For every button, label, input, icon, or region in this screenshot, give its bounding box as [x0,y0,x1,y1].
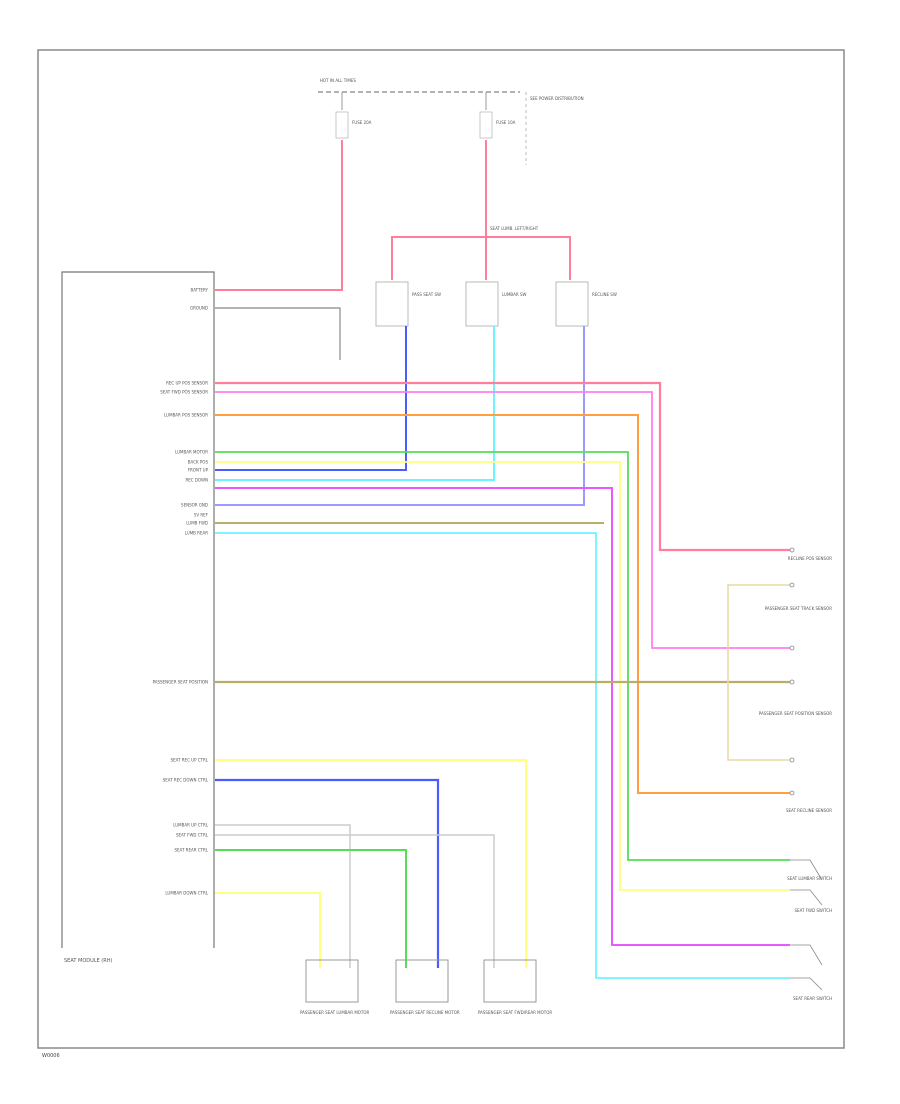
fuse-left-label: FUSE 20A [352,120,372,125]
wire-switch-cyan [215,326,495,481]
module-pin-label: GROUND [190,306,208,311]
module-pin-label: SEAT FWD CTRL [176,833,209,838]
module-pin-label: REC UP POS SENSOR [166,381,208,386]
wire-battery-feed [215,140,343,291]
module-pin-labels: BATTERY GROUND REC UP POS SENSOR SEAT FWD P… [153,288,209,896]
module-pin-label: LUMBAR UP CTRL [173,823,209,828]
wire-orange-right [215,414,790,794]
fuse-right-label: FUSE 10A [496,120,516,125]
fuse-block: HOT IN ALL TIMES SEE POWER DISTRIBUTION … [318,78,584,165]
wire-switch-bus [391,236,571,280]
lumbar-switch: LUMBAR SW [465,281,526,327]
svg-text:PASSENGER SEAT LUMBAR MOTOR: PASSENGER SEAT LUMBAR MOTOR [300,1010,370,1015]
right-component-label: RECLINE POS SENSOR [788,556,832,561]
lumbar-motor: PASSENGER SEAT LUMBAR MOTOR [300,959,370,1015]
svg-text:PASSENGER SEAT RECLINE MOTOR: PASSENGER SEAT RECLINE MOTOR [390,1010,460,1015]
module-pin-label: SENSOR GND [181,503,208,508]
module-pin-label: REC DOWN [185,478,208,483]
module-pin-label: SEAT REC DOWN CTRL [163,778,209,783]
wire-yellow-motor [215,759,527,968]
module-pin-label: LUMBAR MOTOR [175,450,208,455]
fuse-note: SEE POWER DISTRIBUTION [530,96,584,101]
module-pin-label: LUMB FWD [186,521,208,526]
wire-magenta-right [215,487,790,946]
right-component-label: SEAT LUMBAR SWITCH [787,876,832,881]
right-component-label: SEAT RECLINE SENSOR [786,808,832,813]
wire-green-right [215,451,790,861]
module-pin-label: 5V REF [194,513,209,518]
right-component-label: PASSENGER SEAT TRACK SENSOR [765,606,833,611]
right-component-labels: RECLINE POS SENSOR PASSENGER SEAT TRACK S… [759,556,832,1001]
right-component-label: SEAT REAR SWITCH [793,996,832,1001]
fuse-top-label: HOT IN ALL TIMES [320,78,356,83]
svg-text:PASS SEAT SW: PASS SEAT SW [412,292,441,297]
recline-switch: RECLINE SW [555,281,617,327]
wire-red-right [215,381,790,552]
wire-yellow-motor-2 [215,892,321,968]
fwd-rear-motor: PASSENGER SEAT FWD/REAR MOTOR [478,959,552,1015]
svg-text:LUMBAR SW: LUMBAR SW [502,292,526,297]
seat-module-box [61,271,215,948]
wire-cyan-right [215,532,790,979]
wire-green-motor [215,849,407,968]
module-pin-label: BATTERY [191,288,209,293]
module-pin-label: LUMBAR DOWN CTRL [165,891,208,896]
wire-blue-motor [215,778,440,968]
right-component-label: SEAT FWD SWITCH [795,908,833,913]
module-pin-label: FRONT UP [188,468,209,473]
svg-text:RECLINE SW: RECLINE SW [592,292,617,297]
module-pin-label: LUMB REAR [185,531,208,536]
module-pin-label: LUMBAR POS SENSOR [164,413,208,418]
module-label: SEAT MODULE (RH) [64,958,112,964]
module-pin-label: PASSENGER SEAT POSITION [153,680,208,685]
wire-pink-right [215,391,790,649]
module-pin-label: SEAT REAR CTRL [174,848,208,853]
wire-switch-periwinkle [215,326,585,506]
wire-gray-motor-1 [215,824,351,968]
module-pin-label: SEAT FWD POS SENSOR [160,390,208,395]
splice-label: SEAT LUMB. LEFT/RIGHT [490,226,539,231]
wire-yellow-right [215,461,790,891]
svg-text:PASSENGER SEAT FWD/REAR MOTOR: PASSENGER SEAT FWD/REAR MOTOR [478,1010,552,1015]
right-component-label: PASSENGER SEAT POSITION SENSOR [759,711,832,716]
diagram-frame [37,49,845,1049]
wire-olive-sensor [727,584,790,761]
right-switch-symbols [789,547,823,991]
wire-switch-blue [215,326,407,471]
wire-gray-motor-2 [215,834,495,968]
passenger-seat-switch: PASS SEAT SW [375,281,441,327]
wire-ground [215,307,341,360]
footer-code: W0006 [42,1053,60,1059]
module-pin-label: SEAT REC UP CTRL [171,758,209,763]
recline-motor: PASSENGER SEAT RECLINE MOTOR [390,959,460,1015]
module-pin-label: BACK POS [188,460,209,465]
